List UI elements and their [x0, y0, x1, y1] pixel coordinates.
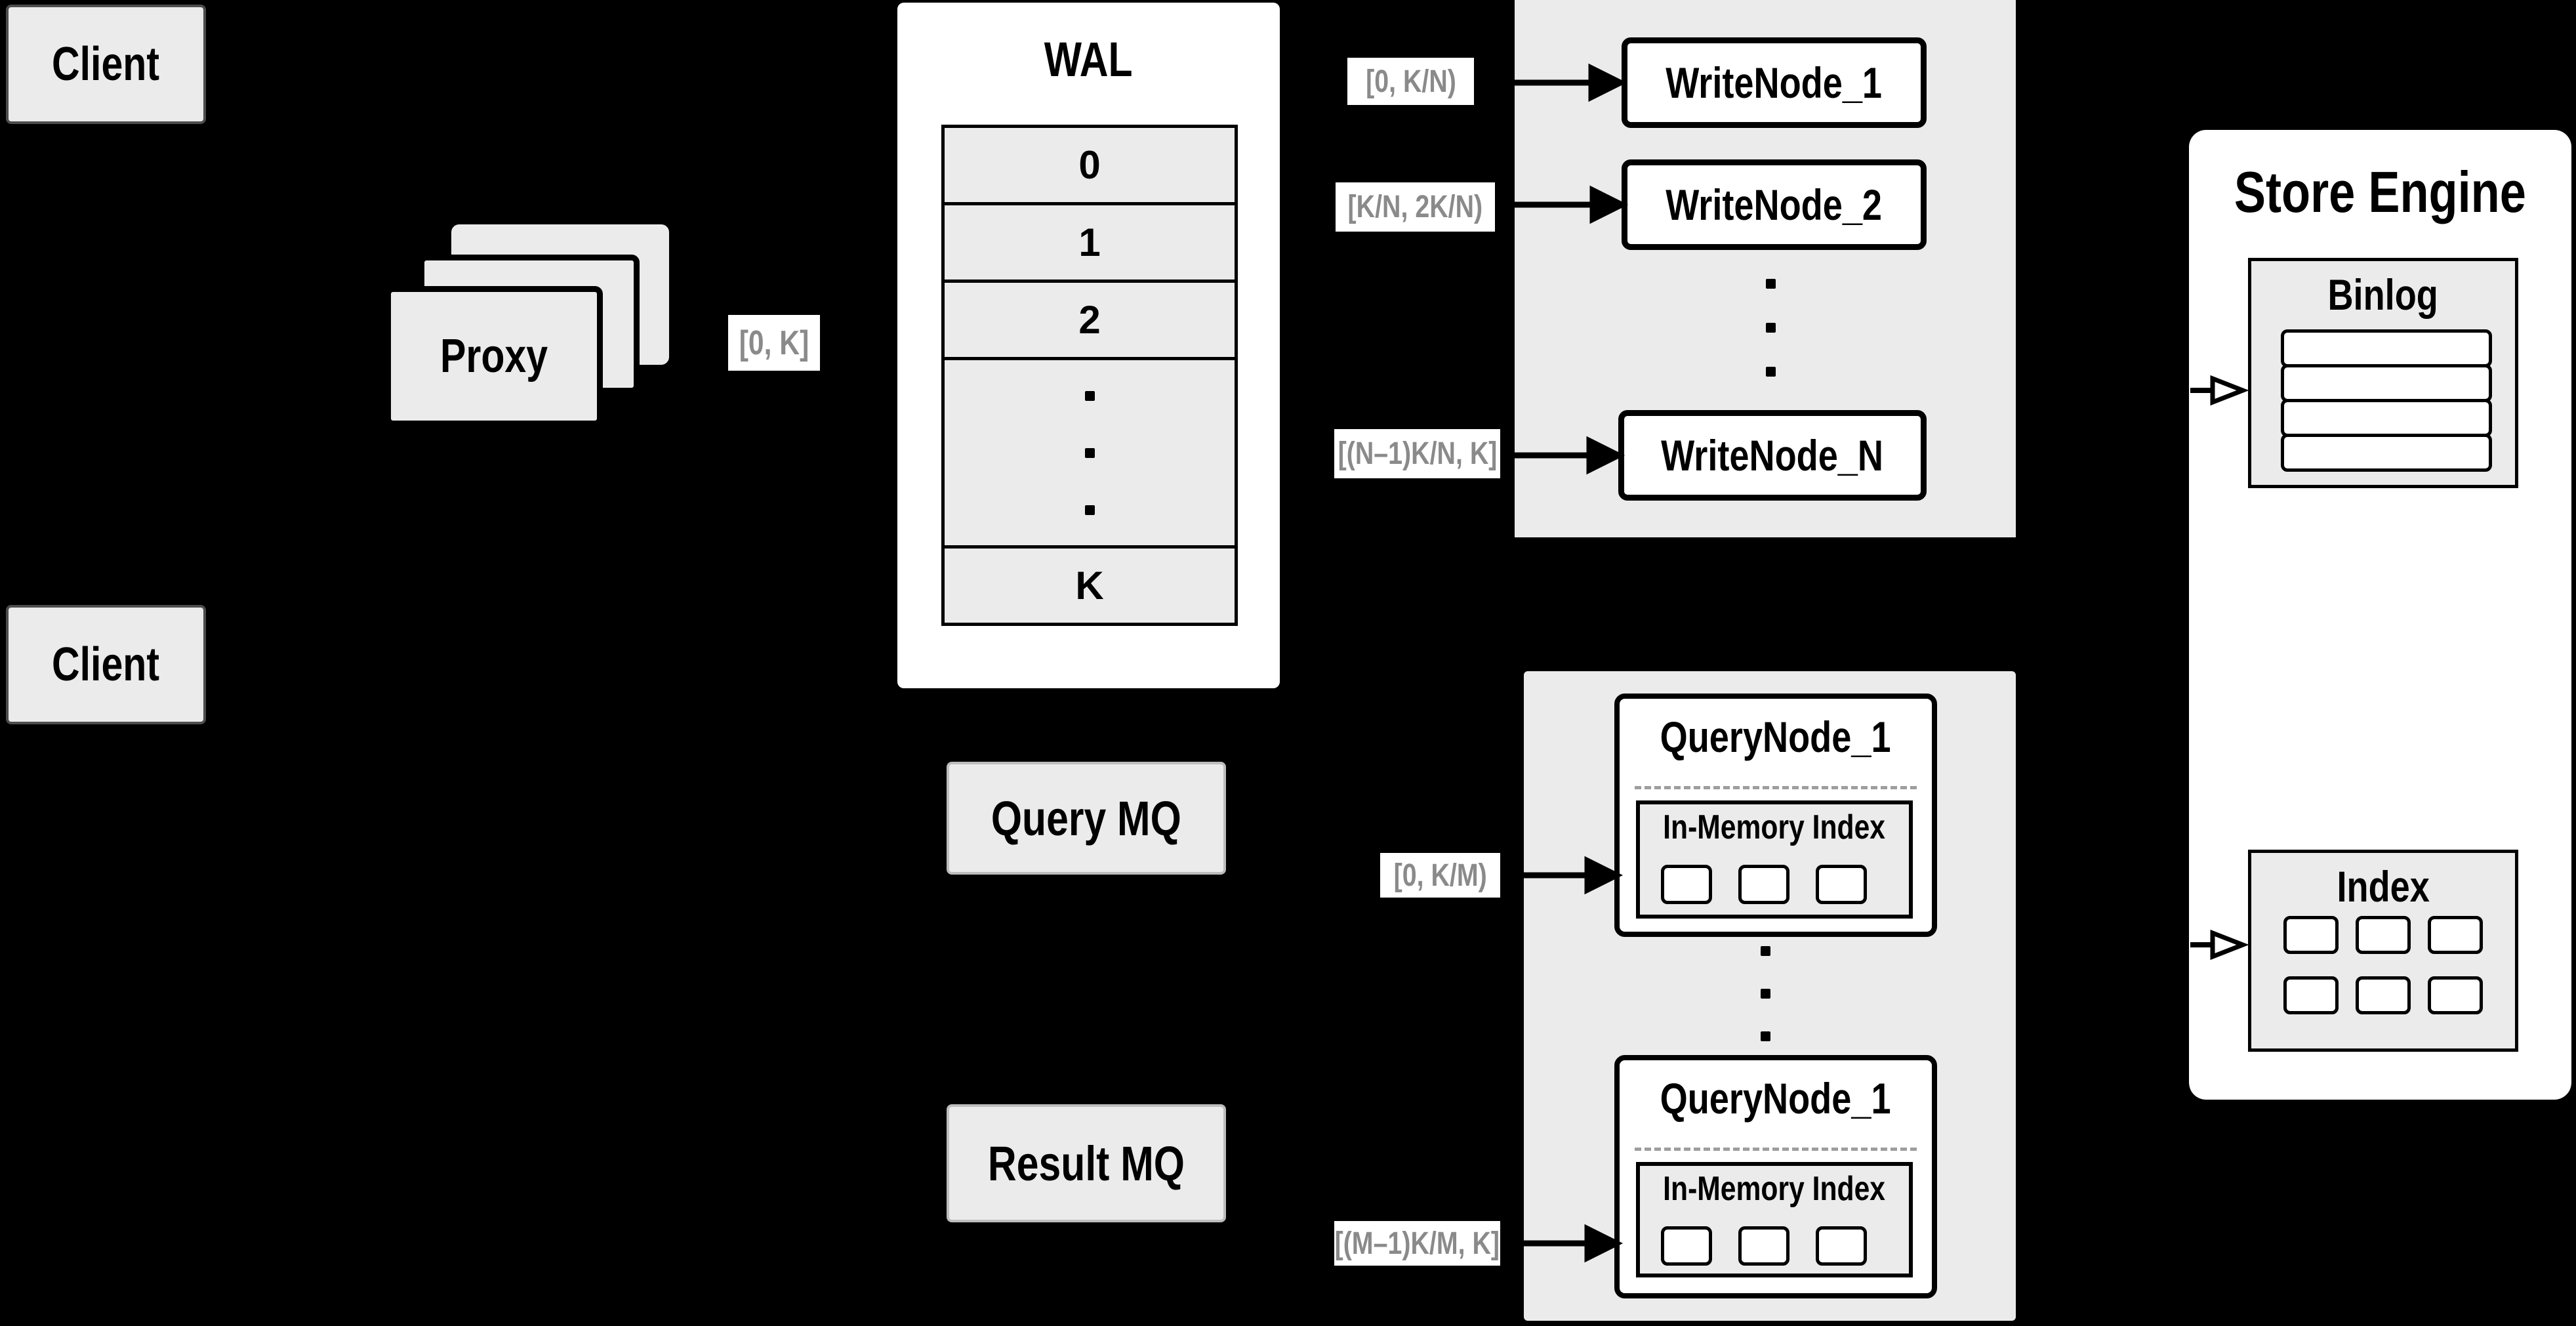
query-node-bottom-divider [1635, 1148, 1917, 1151]
dot [1766, 323, 1776, 333]
binlog-row [2281, 329, 2492, 367]
range-label-proxy-out: [0, K] [728, 315, 820, 371]
segment-cell [1738, 1226, 1789, 1266]
query-mq-box: Query MQ [947, 762, 1226, 875]
range-label-write-1: [0, K/N) [1347, 58, 1474, 105]
wal-title-wrap: WAL [897, 20, 1280, 98]
index-cell [2283, 916, 2339, 954]
store-engine-title-wrap: Store Engine [2189, 154, 2571, 230]
write-node-1-label: WriteNode_1 [1666, 58, 1883, 107]
binlog-row [2281, 434, 2492, 472]
query-node-bottom-title: QueryNode_1 [1660, 1073, 1891, 1123]
segment-cell [1661, 1226, 1712, 1266]
segment-cell [1816, 865, 1867, 904]
dot [1084, 447, 1095, 458]
wal-title: WAL [1044, 31, 1133, 87]
dot [1084, 390, 1095, 401]
write-node-n-label: WriteNode_N [1661, 431, 1884, 480]
dot [1766, 367, 1776, 377]
binlog-title: Binlog [2327, 270, 2439, 319]
result-mq-label: Result MQ [987, 1136, 1185, 1191]
write-node-n-box: WriteNode_N [1618, 410, 1927, 501]
index-title-wrap: Index [2248, 856, 2518, 917]
wal-row-ellipsis [945, 360, 1235, 549]
query-mq-label: Query MQ [991, 791, 1181, 846]
write-node-ellipsis [1766, 279, 1776, 377]
dot [1761, 1031, 1770, 1041]
proxy-label: Proxy [440, 330, 548, 383]
range-label-write-n: [(N–1)K/N, K] [1334, 429, 1500, 478]
wal-row-k: K [945, 549, 1235, 623]
index-cell [2428, 976, 2483, 1014]
client-top-box: Client [6, 5, 206, 124]
index-cell [2283, 976, 2339, 1014]
range-label-query-1: [0, K/M) [1380, 853, 1500, 898]
index-cell [2356, 976, 2411, 1014]
segment-cell [1738, 865, 1789, 904]
index-cell [2356, 916, 2411, 954]
range-label-write-2: [K/N, 2K/N) [1336, 182, 1495, 232]
binlog-rows [2281, 329, 2492, 472]
query-node-top-inmem-title: In-Memory Index [1663, 808, 1886, 846]
query-node-bottom-inmem-title: In-Memory Index [1663, 1170, 1886, 1208]
write-node-2-box: WriteNode_2 [1622, 159, 1927, 250]
segment-cell [1661, 865, 1712, 904]
query-node-top-inmem-title-wrap: In-Memory Index [1636, 806, 1913, 849]
dot [1761, 989, 1770, 999]
proxy-box: Proxy [385, 286, 603, 426]
wal-table: 0 1 2 K [941, 125, 1238, 626]
binlog-row [2281, 364, 2492, 402]
query-node-ellipsis [1761, 946, 1770, 1041]
client-top-label: Client [52, 38, 160, 91]
wal-row-0: 0 [945, 128, 1235, 205]
segment-cell [1816, 1226, 1867, 1266]
query-node-bottom-title-wrap: QueryNode_1 [1614, 1067, 1937, 1129]
write-node-1-box: WriteNode_1 [1622, 37, 1927, 128]
query-node-top-divider [1635, 786, 1917, 789]
result-mq-box: Result MQ [947, 1104, 1226, 1222]
dot [1761, 946, 1770, 956]
binlog-title-wrap: Binlog [2248, 264, 2518, 325]
write-node-2-label: WriteNode_2 [1666, 180, 1883, 229]
query-node-top-title: QueryNode_1 [1660, 712, 1891, 761]
index-cell [2428, 916, 2483, 954]
wal-row-2: 2 [945, 283, 1235, 360]
client-bottom-label: Client [52, 638, 160, 691]
binlog-row [2281, 399, 2492, 437]
dot [1766, 279, 1776, 289]
dot [1084, 505, 1095, 515]
wal-ellipsis-dots [1084, 390, 1095, 515]
wal-row-1: 1 [945, 205, 1235, 283]
client-bottom-box: Client [6, 605, 206, 724]
store-engine-title: Store Engine [2234, 159, 2527, 224]
index-title: Index [2337, 862, 2430, 911]
range-label-query-m: [(M–1)K/M, K] [1334, 1221, 1500, 1266]
query-node-top-title-wrap: QueryNode_1 [1614, 705, 1937, 768]
query-node-bottom-inmem-title-wrap: In-Memory Index [1636, 1167, 1913, 1211]
